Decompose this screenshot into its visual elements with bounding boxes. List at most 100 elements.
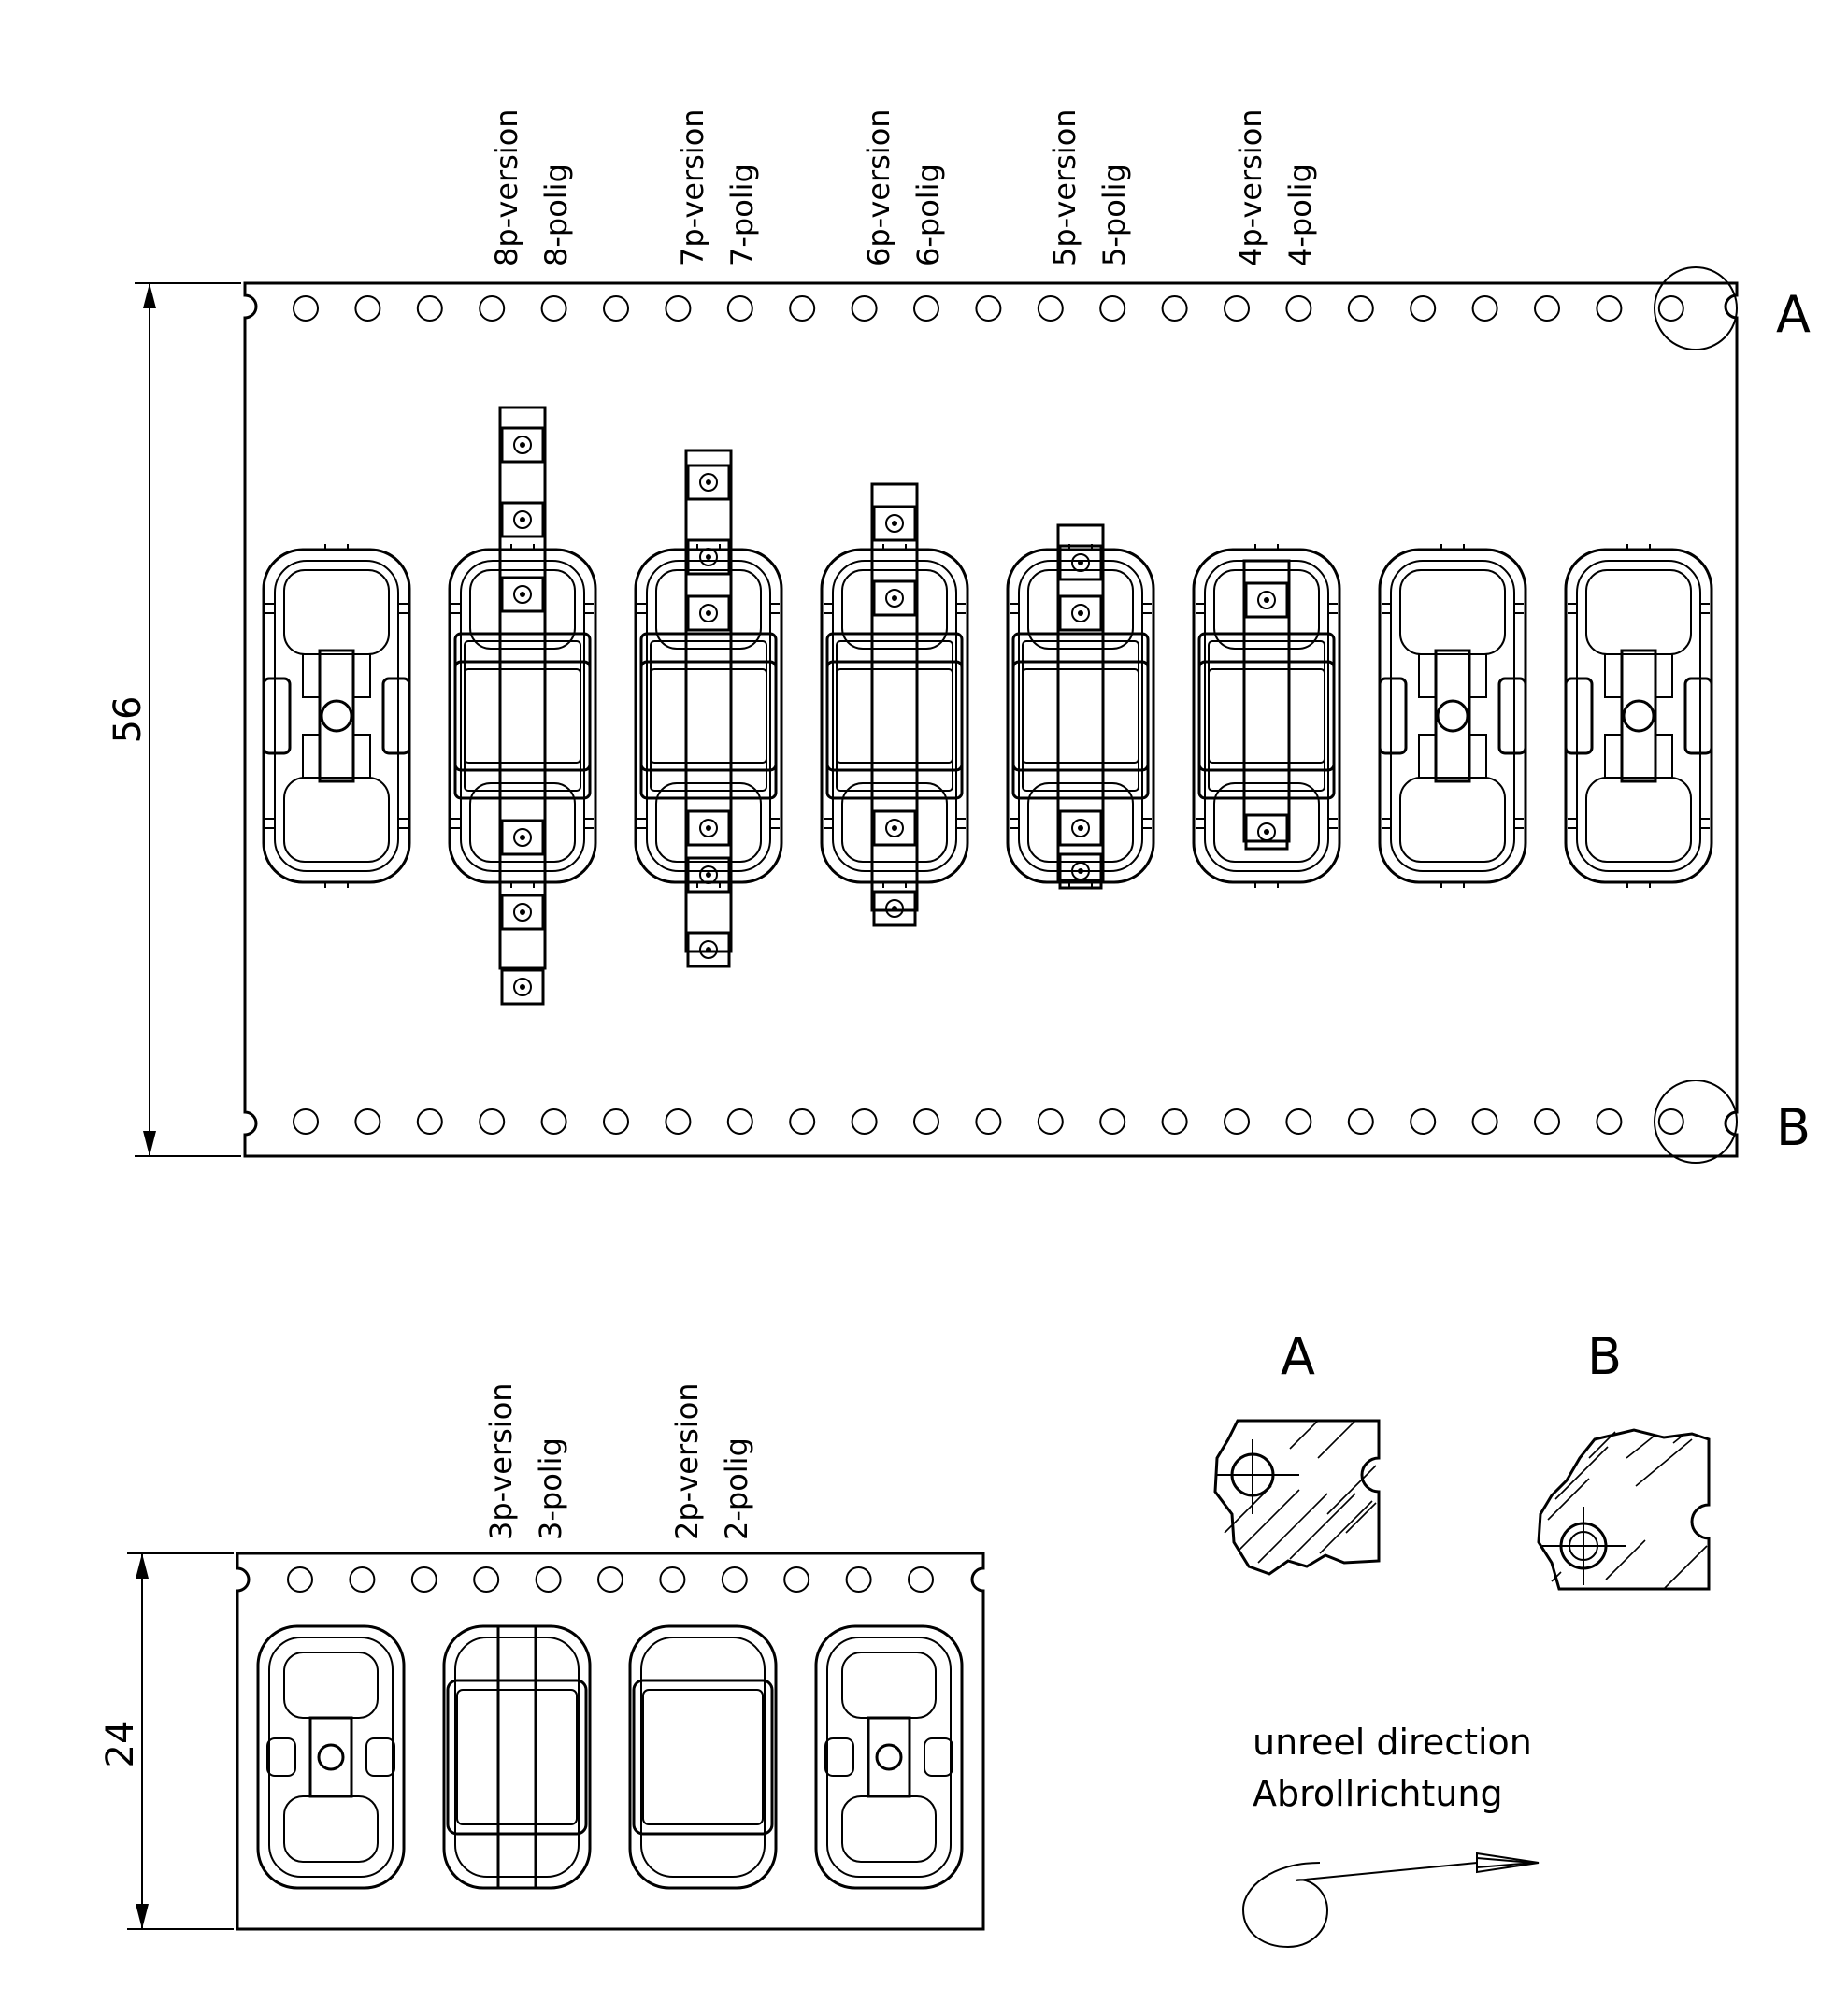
detail-b-label: B xyxy=(1776,1098,1811,1157)
pocket-8-empty xyxy=(1564,542,1713,890)
pocket-5p xyxy=(1006,523,1155,890)
sprocket-hole xyxy=(416,295,443,322)
detail-a-label: A xyxy=(1776,285,1811,344)
svg-text:B: B xyxy=(1587,1327,1622,1386)
pocket-4p xyxy=(1192,542,1341,890)
sprocket-hole xyxy=(473,1566,500,1593)
sprocket-hole xyxy=(851,295,878,322)
sprocket-hole xyxy=(1099,1108,1126,1135)
svg-text:6-polig: 6-polig xyxy=(910,164,946,266)
sprocket-hole xyxy=(1037,1108,1064,1135)
detail-circle-b xyxy=(1654,1080,1738,1164)
detail-view-b: B xyxy=(1537,1327,1711,1591)
sprocket-hole xyxy=(1224,1108,1250,1135)
sprocket-hole xyxy=(726,1108,753,1135)
svg-text:8p-version: 8p-version xyxy=(489,108,524,266)
sprocket-hole xyxy=(1099,295,1126,322)
sprocket-hole xyxy=(1285,1108,1312,1135)
svg-text:7p-version: 7p-version xyxy=(675,108,710,266)
top-tape: A B 56 8p-version 8-polig 7p-version 7-p… xyxy=(107,108,1811,1164)
svg-text:5-polig: 5-polig xyxy=(1096,164,1132,266)
svg-text:2p-version: 2p-version xyxy=(669,1382,705,1540)
sprocket-hole xyxy=(535,1566,562,1593)
sprocket-hole xyxy=(1657,1108,1684,1135)
sprocket-hole xyxy=(479,1108,506,1135)
sprocket-hole xyxy=(479,295,506,322)
sprocket-hole xyxy=(603,295,629,322)
svg-text:3-polig: 3-polig xyxy=(533,1437,568,1540)
svg-text:A: A xyxy=(1281,1327,1315,1386)
sprocket-holes-small xyxy=(287,1566,934,1593)
sprocket-hole xyxy=(1410,295,1437,322)
sprocket-holes-bottom xyxy=(293,1108,1684,1135)
svg-text:Abrollrichtung: Abrollrichtung xyxy=(1253,1773,1503,1814)
dimension-56: 56 xyxy=(107,282,241,1157)
sprocket-hole xyxy=(540,295,567,322)
sprocket-hole xyxy=(1471,1108,1498,1135)
sprocket-hole xyxy=(665,1108,692,1135)
sprocket-hole xyxy=(975,295,1002,322)
sprocket-hole xyxy=(354,1108,381,1135)
svg-text:6p-version: 6p-version xyxy=(861,108,896,266)
sprocket-hole xyxy=(783,1566,810,1593)
sprocket-hole xyxy=(1657,295,1684,322)
version-labels-bottom: 3p-version 3-polig 2p-version 2-polig xyxy=(483,1382,754,1540)
svg-text:2-polig: 2-polig xyxy=(719,1437,754,1540)
sprocket-hole xyxy=(789,295,816,322)
sprocket-hole xyxy=(1347,295,1374,322)
sprocket-hole xyxy=(597,1566,623,1593)
unreel-arrow-icon xyxy=(1241,1862,1478,1949)
sprocket-hole xyxy=(1534,1108,1560,1135)
sprocket-hole xyxy=(354,295,381,322)
svg-text:7-polig: 7-polig xyxy=(724,164,760,266)
sprocket-hole xyxy=(1161,1108,1188,1135)
sprocket-hole xyxy=(349,1566,376,1593)
version-labels-top: 8p-version 8-polig 7p-version 7-polig 6p… xyxy=(489,108,1318,266)
small-pocket-4-empty xyxy=(814,1624,964,1890)
sprocket-hole xyxy=(1596,295,1623,322)
sprocket-hole xyxy=(1534,295,1560,322)
dimension-24: 24 xyxy=(99,1552,234,1930)
pocket-8p xyxy=(448,406,597,1006)
sprocket-hole xyxy=(1161,295,1188,322)
sprocket-holes-top xyxy=(293,295,1684,322)
sprocket-hole xyxy=(293,1108,319,1135)
sprocket-hole xyxy=(410,1566,437,1593)
svg-text:56: 56 xyxy=(107,696,150,744)
pocket-6p xyxy=(820,482,969,927)
sprocket-hole xyxy=(1285,295,1312,322)
sprocket-hole xyxy=(1347,1108,1374,1135)
sprocket-hole xyxy=(913,1108,939,1135)
sprocket-hole xyxy=(665,295,692,322)
small-pocket-3p xyxy=(442,1624,592,1890)
sprocket-hole xyxy=(416,1108,443,1135)
svg-text:4p-version: 4p-version xyxy=(1233,108,1268,266)
sprocket-hole xyxy=(1224,295,1250,322)
sprocket-hole xyxy=(603,1108,629,1135)
detail-circle-a xyxy=(1654,266,1738,350)
sprocket-hole xyxy=(293,295,319,322)
svg-text:unreel direction: unreel direction xyxy=(1253,1722,1532,1763)
sprocket-hole xyxy=(913,295,939,322)
svg-text:5p-version: 5p-version xyxy=(1047,108,1082,266)
sprocket-hole xyxy=(1037,295,1064,322)
small-pocket-2p xyxy=(628,1624,778,1890)
pocket-7-empty xyxy=(1378,542,1527,890)
sprocket-hole xyxy=(721,1566,748,1593)
sprocket-hole xyxy=(1596,1108,1623,1135)
sprocket-hole xyxy=(845,1566,872,1593)
sprocket-hole xyxy=(789,1108,816,1135)
small-pocket-1-empty xyxy=(256,1624,406,1890)
svg-text:24: 24 xyxy=(99,1721,142,1768)
svg-text:8-polig: 8-polig xyxy=(538,164,574,266)
unreel-direction: unreel direction Abrollrichtung xyxy=(1241,1722,1540,1949)
svg-text:3p-version: 3p-version xyxy=(483,1382,519,1540)
sprocket-hole xyxy=(287,1566,313,1593)
sprocket-hole xyxy=(540,1108,567,1135)
sprocket-hole xyxy=(659,1566,686,1593)
svg-text:4-polig: 4-polig xyxy=(1282,164,1318,266)
sprocket-hole xyxy=(1410,1108,1437,1135)
sprocket-hole xyxy=(726,295,753,322)
sprocket-hole xyxy=(908,1566,934,1593)
sprocket-hole xyxy=(1471,295,1498,322)
